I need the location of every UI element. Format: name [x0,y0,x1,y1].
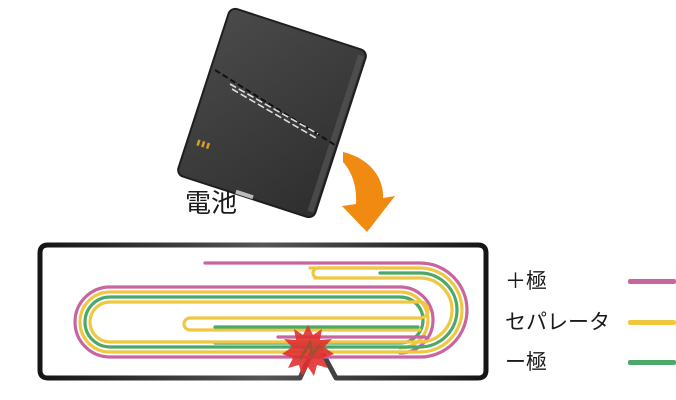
separator-swatch-icon [628,320,676,325]
short-circuit-burst-icon [282,325,334,376]
legend-label: ＋極 [505,269,547,293]
legend-label: セパレータ [505,310,610,334]
orange-arrow-icon [342,152,395,232]
legend-item-separator: セパレータ [505,309,676,335]
electrode-winding [73,261,469,359]
positive-electrode-swatch-icon [628,279,676,284]
battery-label: 電池 [185,189,238,219]
battery-contacts-icon [196,139,211,150]
legend-label: ー極 [505,350,547,374]
legend-item-negative-electrode: ー極 [505,349,676,375]
legend-item-positive-electrode: ＋極 [505,268,676,294]
negative-electrode-swatch-icon [628,360,676,365]
cut-line-icon [214,69,336,146]
